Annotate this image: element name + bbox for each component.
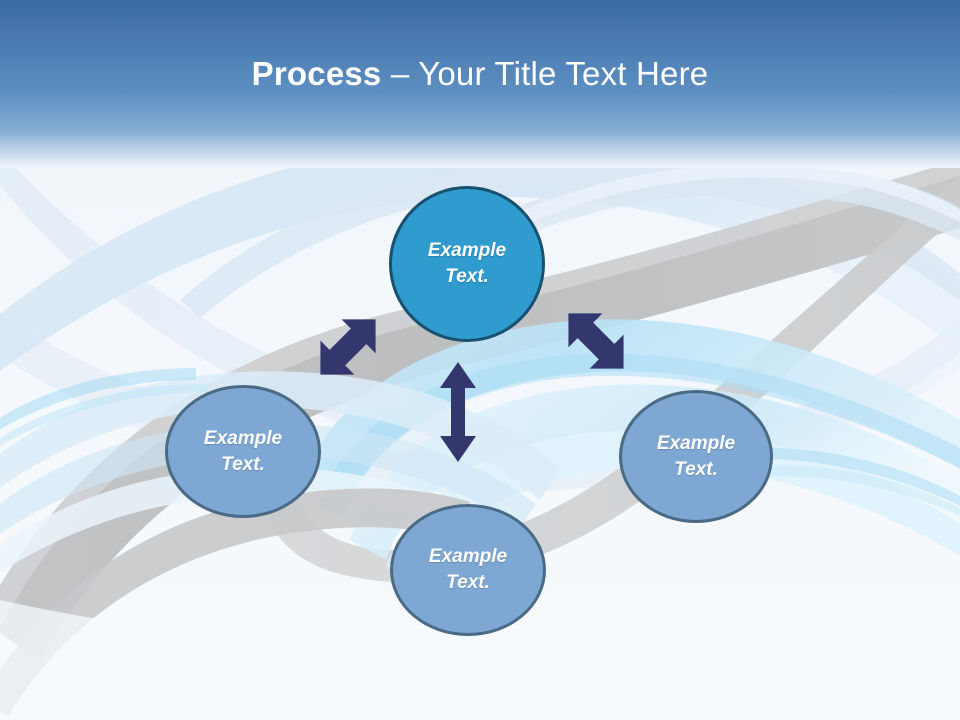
process-node-top-line2: Text.	[445, 266, 489, 287]
page-title-dash: –	[381, 55, 419, 92]
page-title-strong: Process	[251, 55, 382, 92]
page-title-rest: Your Title Text Here	[418, 55, 709, 92]
double-arrow-diagonal-up-left-icon[interactable]	[552, 297, 640, 385]
process-node-bottom-line2: Text.	[446, 572, 490, 593]
process-node-left-line1: Example	[203, 427, 283, 449]
process-node-top[interactable]: Example Text.	[389, 186, 545, 342]
process-node-left-line2: Text.	[221, 453, 265, 475]
process-node-bottom-line1: Example	[428, 546, 508, 567]
process-node-right-line2: Text.	[674, 458, 718, 480]
process-node-right[interactable]: Example Text.	[619, 390, 773, 523]
double-arrow-vertical-icon[interactable]	[438, 360, 478, 464]
page-title: Process – Your Title Text Here	[0, 52, 960, 96]
process-node-left[interactable]: Example Text.	[165, 385, 321, 518]
process-node-right-line1: Example	[656, 432, 736, 454]
process-node-bottom[interactable]: Example Text.	[390, 504, 546, 636]
process-node-top-line1: Example	[427, 240, 507, 261]
double-arrow-diagonal-up-right-icon[interactable]	[303, 302, 393, 392]
